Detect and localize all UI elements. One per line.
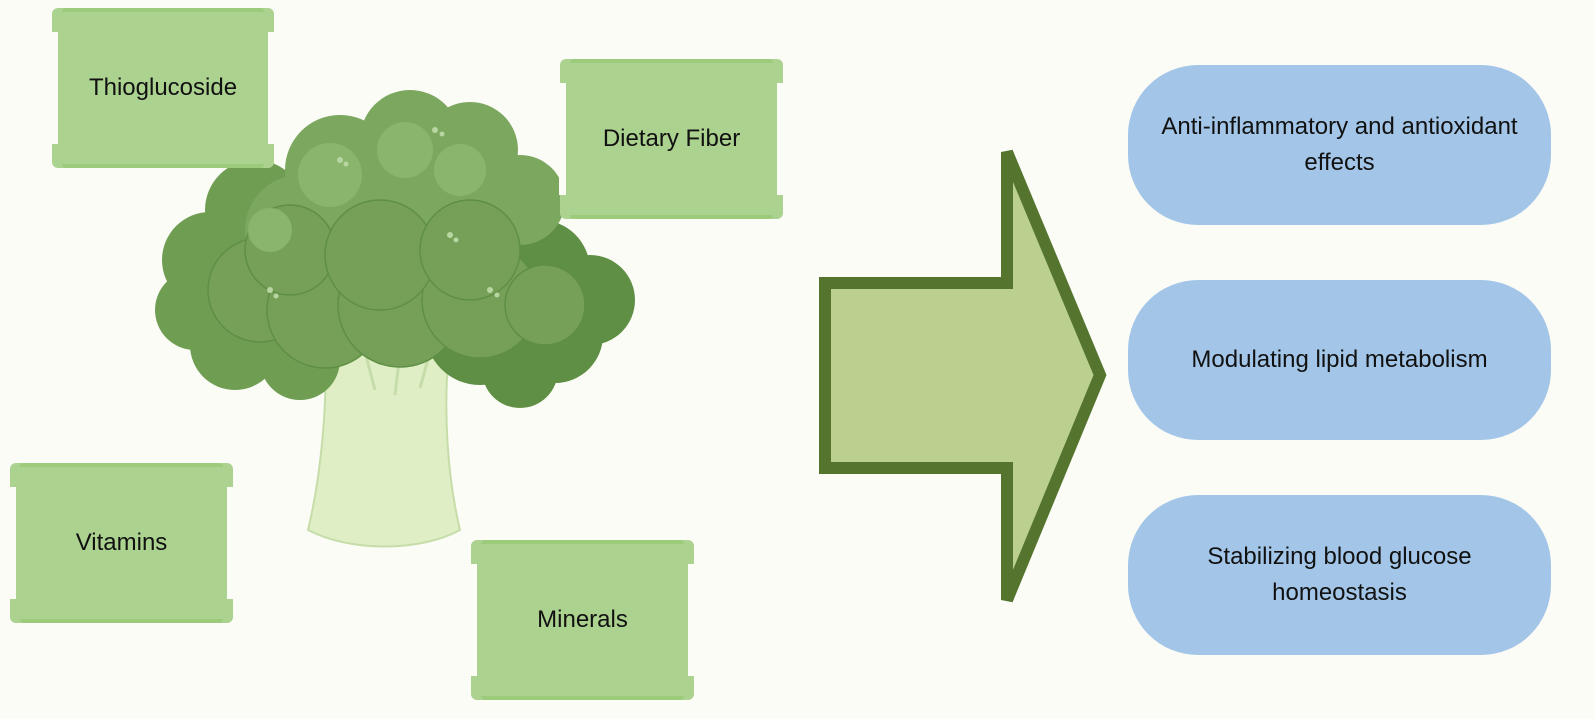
right-arrow-icon: [819, 149, 1107, 603]
nutrient-box-vitamins: Vitamins: [9, 463, 234, 623]
nutrient-box-minerals: Minerals: [470, 540, 695, 700]
nutrient-label: Dietary Fiber: [602, 125, 741, 152]
effect-box-anti-inflammatory: Anti-inflammatory and antioxidant effect…: [1128, 65, 1551, 225]
effect-label: Stabilizing blood glucose homeostasis: [1207, 543, 1472, 606]
effect-box-lipid-metabolism: Modulating lipid metabolism: [1128, 280, 1551, 440]
nutrient-label: Minerals: [537, 606, 628, 633]
effect-label: Anti-inflammatory and antioxidant effect…: [1161, 113, 1518, 176]
nutrient-label: Vitamins: [75, 529, 168, 556]
broccoli-stem: [306, 339, 462, 548]
nutrient-label: Thioglucoside: [88, 74, 238, 101]
nutrient-box-thioglucoside: Thioglucoside: [51, 8, 275, 168]
effect-label: Modulating lipid metabolism: [1191, 346, 1488, 373]
broccoli-illustration: [155, 90, 635, 548]
effect-box-blood-glucose: Stabilizing blood glucose homeostasis: [1128, 495, 1551, 655]
nutrient-box-dietary-fiber: Dietary Fiber: [559, 59, 784, 219]
